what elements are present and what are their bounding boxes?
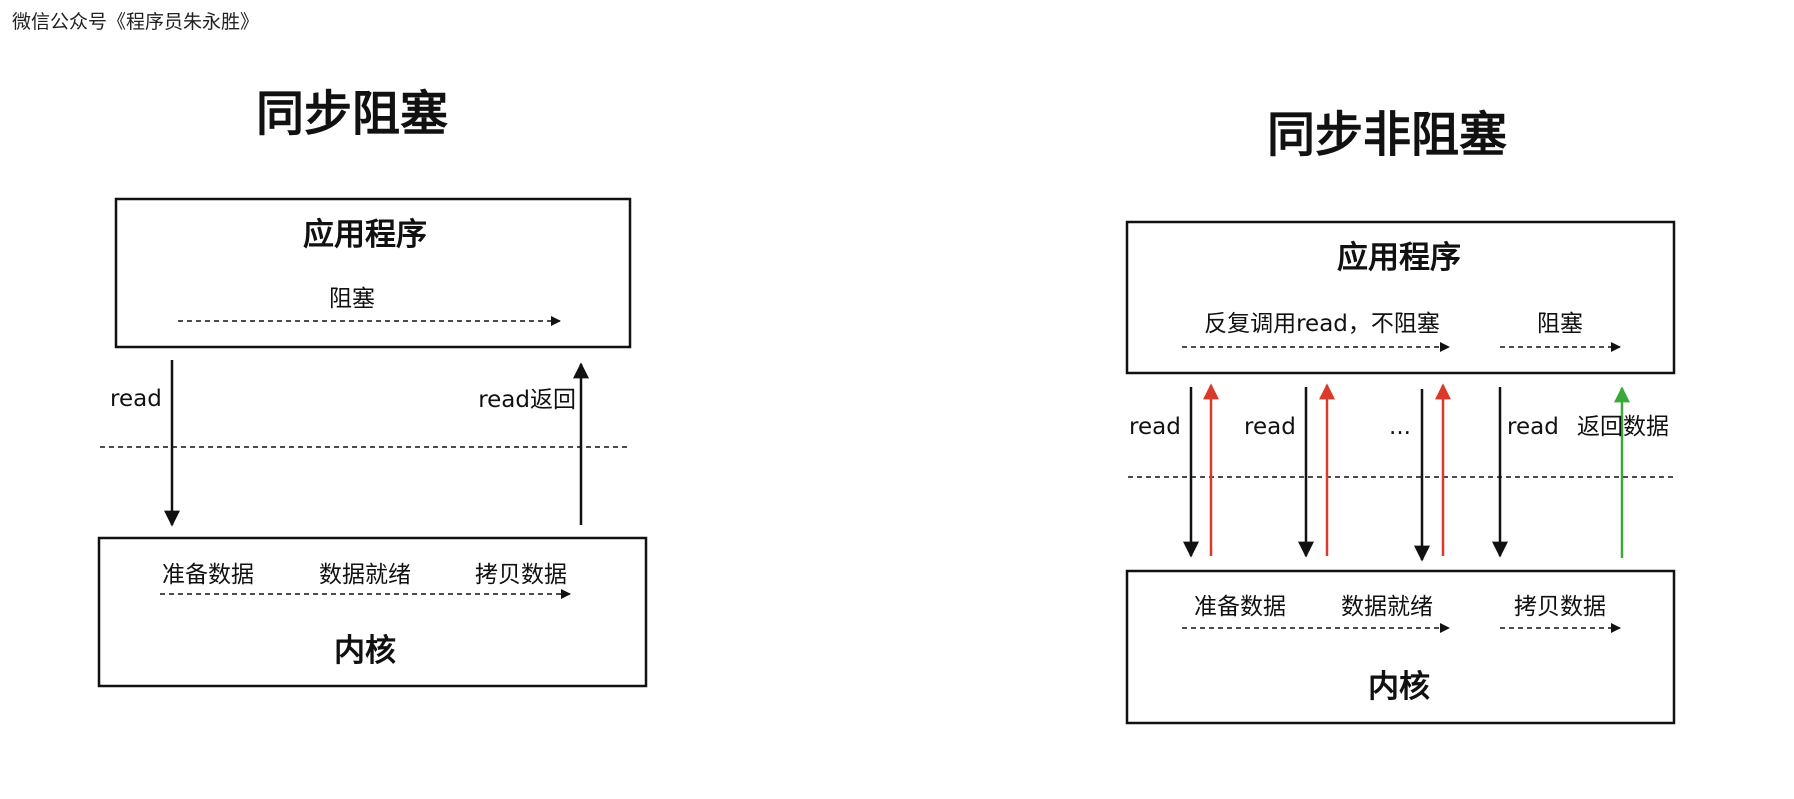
nonblocking-app-label: 应用程序 [1337,240,1461,276]
nonblocking-read-label-1: read [1129,414,1181,440]
blocking-step-ready: 数据就绪 [319,562,411,588]
nonblocking-diagram: 同步非阻塞 应用程序 反复调用read，不阻塞 阻塞 read read ...… [1125,107,1676,725]
watermark-text: 微信公众号《程序员朱永胜》 [12,11,259,33]
nonblocking-app-box [1125,220,1676,375]
blocking-app-block-label: 阻塞 [329,286,375,312]
nonblocking-return-label: 返回数据 [1577,414,1669,440]
nonblocking-step-copy: 拷贝数据 [1514,594,1606,620]
blocking-read-label: read [110,386,162,412]
blocking-kernel-box [97,536,648,688]
nonblocking-read-label-2: read [1244,414,1296,440]
nonblocking-read-label-ellipsis: ... [1389,414,1411,440]
blocking-title: 同步阻塞 [256,86,448,142]
blocking-return-label: read返回 [478,387,576,413]
nonblocking-poll-label: 反复调用read，不阻塞 [1204,311,1440,337]
nonblocking-read-label-4: read [1507,414,1559,440]
nonblocking-app-block-label: 阻塞 [1537,311,1583,337]
blocking-step-copy: 拷贝数据 [475,562,567,588]
blocking-step-prepare: 准备数据 [162,562,254,588]
nonblocking-kernel-label: 内核 [1368,669,1430,705]
nonblocking-kernel-box [1125,569,1676,725]
blocking-app-box [114,197,632,349]
blocking-app-label: 应用程序 [303,217,427,253]
blocking-diagram: 同步阻塞 应用程序 阻塞 read read返回 准备数据 数据就绪 拷贝数据 … [97,86,648,688]
nonblocking-step-ready: 数据就绪 [1341,594,1433,620]
nonblocking-title: 同步非阻塞 [1267,107,1507,163]
blocking-kernel-label: 内核 [334,633,396,669]
nonblocking-step-prepare: 准备数据 [1194,594,1286,620]
